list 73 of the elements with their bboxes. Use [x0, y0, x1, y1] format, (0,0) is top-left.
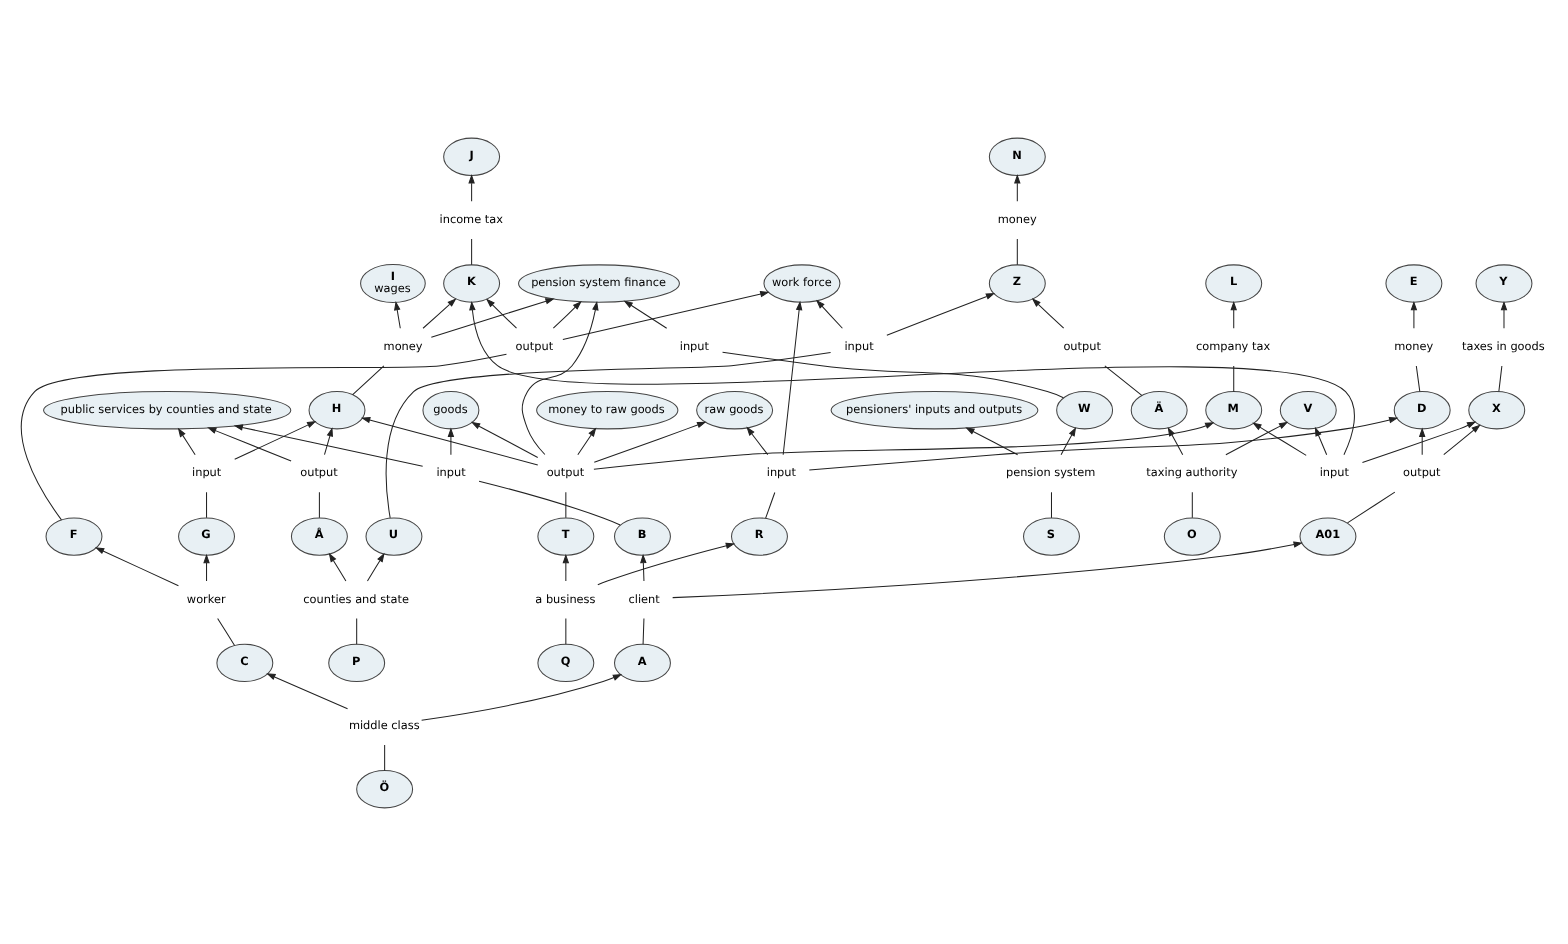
arrow — [421, 673, 623, 720]
arrow — [266, 672, 349, 709]
arrow — [808, 415, 1399, 470]
connector — [1050, 490, 1052, 518]
arrow — [94, 546, 179, 586]
arrow — [1500, 299, 1508, 328]
arrow — [782, 299, 803, 455]
arrow — [177, 426, 196, 455]
arrow — [1167, 425, 1184, 455]
arrow — [562, 552, 570, 581]
connector — [478, 479, 621, 525]
connector — [217, 616, 236, 645]
arrow — [672, 540, 1303, 598]
arrow — [485, 297, 518, 328]
arrow — [207, 426, 292, 461]
arrow — [640, 552, 647, 581]
arrow — [1418, 426, 1426, 455]
connector — [722, 350, 1064, 398]
arrow — [360, 415, 539, 465]
arrow — [468, 173, 475, 201]
arrow — [1031, 297, 1065, 328]
connector — [356, 617, 358, 644]
arrow — [815, 298, 843, 328]
arrow — [328, 551, 347, 581]
arrow — [1314, 425, 1328, 455]
arrow — [324, 426, 333, 455]
connector — [1346, 490, 1396, 523]
arrow — [965, 426, 1019, 455]
arrow — [1014, 173, 1021, 201]
connector — [384, 743, 386, 771]
arrow — [422, 297, 457, 328]
connector — [352, 364, 385, 395]
arrow — [623, 299, 668, 328]
connector — [318, 490, 320, 518]
arrow — [597, 541, 736, 585]
connector — [765, 490, 776, 518]
arrow — [886, 292, 996, 335]
arrow — [234, 420, 317, 459]
connector — [471, 237, 473, 265]
connector — [20, 352, 507, 520]
connector — [1498, 364, 1503, 392]
arrow — [1225, 420, 1289, 455]
arrow — [1252, 421, 1307, 455]
connector — [1104, 364, 1143, 395]
arrow — [1361, 420, 1477, 463]
connector — [642, 617, 645, 644]
connector — [565, 490, 567, 518]
arrow — [1410, 299, 1418, 328]
connector — [1415, 364, 1421, 392]
connector — [1233, 364, 1235, 392]
arrow — [1230, 299, 1237, 328]
arrow — [203, 552, 210, 581]
arrow — [593, 421, 1215, 469]
arrow — [233, 423, 424, 466]
arrow — [394, 299, 401, 328]
arrow — [1443, 423, 1481, 455]
arrow — [521, 299, 599, 455]
arrow — [1060, 425, 1077, 455]
arrow — [562, 289, 770, 340]
connector — [1191, 490, 1193, 518]
arrow — [746, 425, 769, 455]
arrow — [430, 297, 555, 337]
arrow — [366, 551, 385, 581]
arrow — [593, 420, 707, 462]
connector — [565, 617, 567, 644]
arrow — [552, 300, 582, 328]
arrow — [469, 299, 1355, 455]
arrow — [577, 426, 597, 455]
connector — [1016, 237, 1018, 265]
arrow — [447, 426, 455, 455]
arrow — [470, 420, 539, 457]
connector — [385, 350, 832, 518]
connector — [206, 490, 208, 518]
